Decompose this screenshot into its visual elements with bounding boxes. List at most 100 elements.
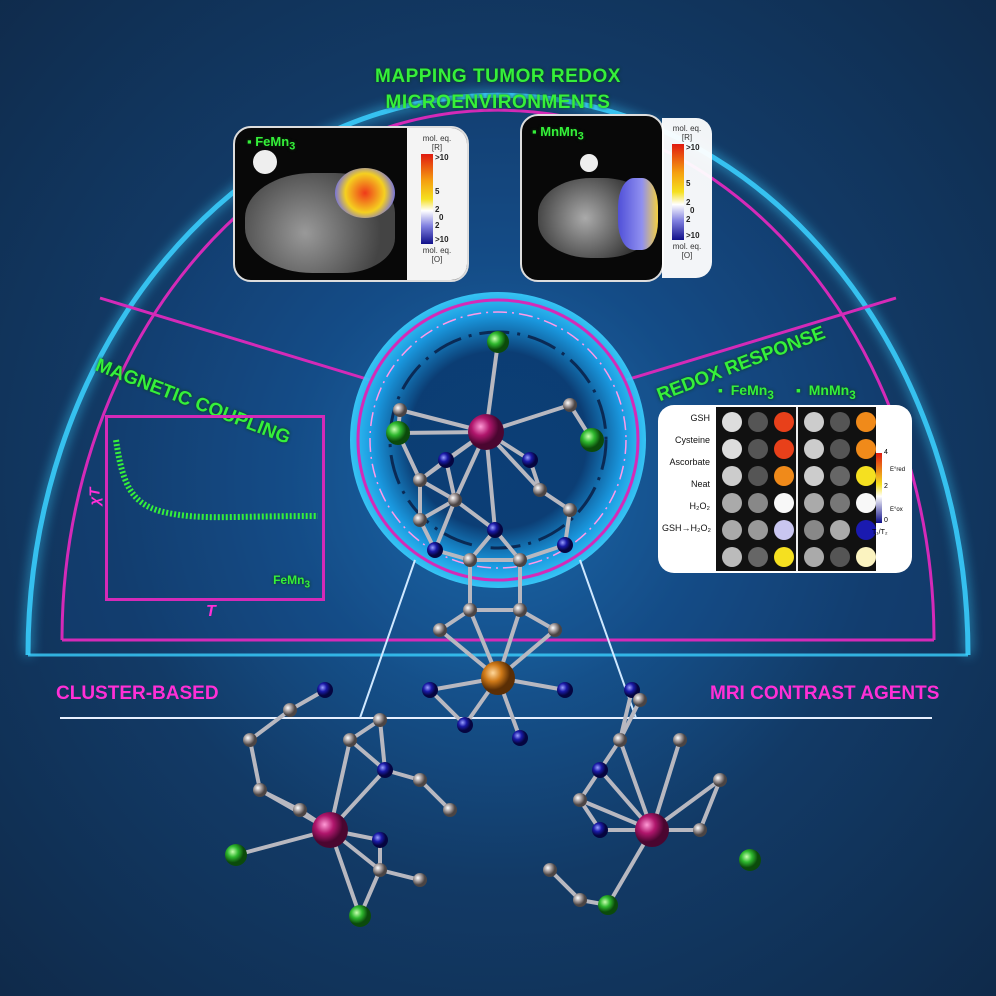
phantom-well — [748, 520, 768, 540]
series-label: FeMn3 — [273, 572, 310, 590]
scale-unit: T₁/T₂ — [872, 529, 888, 536]
atom — [413, 513, 427, 527]
atom — [624, 682, 640, 698]
reference-tube — [253, 150, 277, 174]
phantom-well — [722, 412, 742, 432]
phantom-well — [830, 466, 850, 486]
atom — [373, 713, 387, 727]
atom — [592, 822, 608, 838]
column-divider — [796, 407, 798, 571]
atom — [713, 773, 727, 787]
phantom-well — [748, 439, 768, 459]
phantom-well — [748, 412, 768, 432]
phantom-well — [722, 466, 742, 486]
atom — [422, 682, 438, 698]
reference-tube — [580, 154, 598, 172]
atom — [457, 717, 473, 733]
chi-t-plot: FeMn3 — [105, 415, 325, 601]
atom — [673, 733, 687, 747]
atom — [563, 503, 577, 517]
atom — [557, 537, 573, 553]
atom — [598, 895, 618, 915]
atom — [635, 813, 669, 847]
phantom-well — [804, 412, 824, 432]
atom — [317, 682, 333, 698]
atom — [693, 823, 707, 837]
phantom-well — [774, 520, 794, 540]
atom — [548, 623, 562, 637]
tick-label: 0 — [439, 213, 444, 222]
atom — [592, 762, 608, 778]
atom — [393, 403, 407, 417]
phantom-well — [830, 439, 850, 459]
tick-label: 5 — [435, 187, 440, 196]
phantom-wells — [716, 407, 876, 571]
phantom-well — [722, 493, 742, 513]
bond — [418, 778, 452, 812]
atom — [413, 873, 427, 887]
t1t2-scale — [876, 453, 882, 523]
row-label: Ascorbate — [669, 457, 710, 467]
scale-min: 0 — [884, 517, 888, 524]
molecule-structure — [225, 331, 761, 927]
atom — [438, 452, 454, 468]
atom — [377, 762, 393, 778]
phantom-well — [722, 439, 742, 459]
atom — [463, 603, 477, 617]
row-label: GSH — [690, 413, 710, 423]
atom — [522, 452, 538, 468]
panel-label: ▪ MnMn3 — [532, 124, 584, 143]
y-axis-label: χT — [86, 487, 104, 506]
atom — [413, 773, 427, 787]
phantom-well — [748, 547, 768, 567]
atom — [443, 803, 457, 817]
bond — [248, 739, 262, 791]
phantom-well — [830, 493, 850, 513]
atom — [373, 863, 387, 877]
color-legend: mol. eq.[R] >10 5 2 0 2 >10 mol. eq.[O] — [407, 128, 467, 280]
atom — [573, 893, 587, 907]
phantom-well — [774, 466, 794, 486]
phantom-well — [830, 520, 850, 540]
bond — [378, 719, 387, 771]
phantom-well — [804, 439, 824, 459]
atom — [253, 783, 267, 797]
phantom-well — [774, 547, 794, 567]
row-label: GSH→H₂O₂ — [662, 523, 711, 533]
phantom-well — [856, 412, 876, 432]
tick-label: 2 — [435, 205, 440, 214]
chi-t-curve — [113, 439, 319, 521]
tick-label: 5 — [686, 179, 691, 188]
atom — [533, 483, 547, 497]
color-legend-right: mol. eq.[R] >10 5 2 0 2 >10 mol. eq.[O] — [662, 118, 712, 278]
bond — [548, 868, 582, 902]
atom — [433, 623, 447, 637]
bond — [428, 688, 467, 727]
phantom-well — [722, 547, 742, 567]
bottom-right-label: MRI CONTRAST AGENTS — [710, 683, 940, 704]
atom — [468, 414, 504, 450]
atom — [427, 542, 443, 558]
scale-mid: 2 — [884, 483, 888, 490]
phantom-well — [856, 439, 876, 459]
atom — [557, 682, 573, 698]
redox-overlay — [618, 178, 658, 250]
bond — [248, 708, 292, 742]
phantom-well — [856, 547, 876, 567]
atom — [312, 812, 348, 848]
tick-label: 2 — [686, 198, 691, 207]
atom — [463, 553, 477, 567]
redox-header-femn3: ▪ FeMn3 — [718, 382, 774, 402]
outer-arch — [25, 92, 971, 656]
atom — [487, 522, 503, 538]
row-label: H₂O₂ — [689, 501, 711, 511]
atom — [386, 421, 410, 445]
atom — [243, 733, 257, 747]
bottom-left-label: CLUSTER-BASED — [56, 683, 219, 704]
phantom-well — [830, 547, 850, 567]
bond — [698, 779, 722, 831]
atom — [487, 331, 509, 353]
atom — [481, 661, 515, 695]
redox-header-mnmn3: ▪ MnMn3 — [796, 382, 856, 402]
